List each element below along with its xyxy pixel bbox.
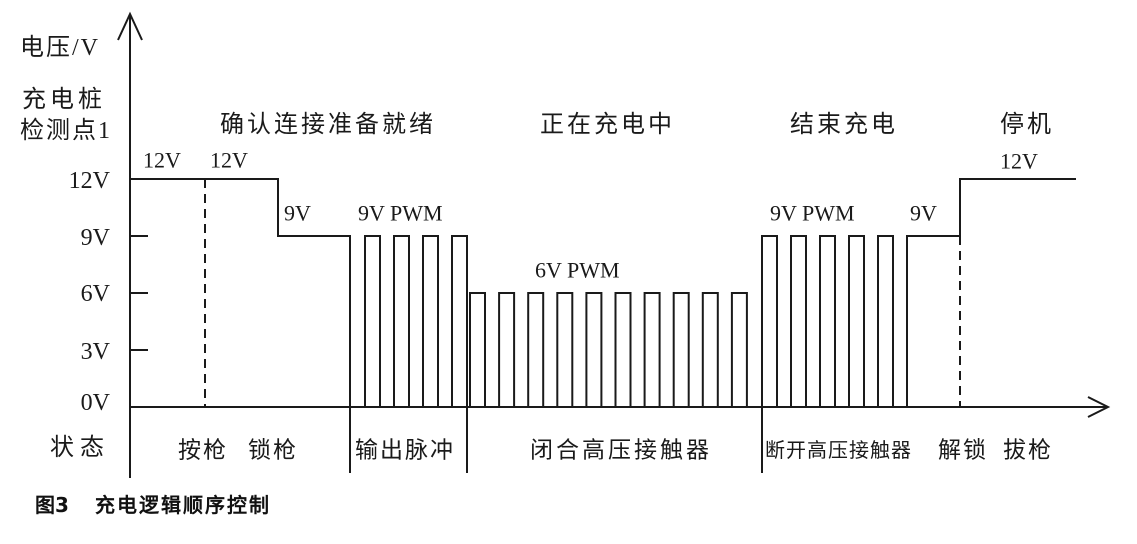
state-label: 输出脉冲 bbox=[355, 438, 455, 463]
y-tick-label: 0V bbox=[81, 390, 111, 416]
phase-title-end-charging: 结束充电 bbox=[790, 111, 898, 138]
pwm-pulse-6v bbox=[556, 292, 574, 408]
pwm-pulse-9v bbox=[393, 235, 410, 408]
state-row-label: 状态 bbox=[50, 434, 110, 461]
signal-labels: 12V 12V 9V 9V PWM 6V PWM 9V PWM 9V 12V bbox=[143, 148, 1038, 283]
signal-label: 9V PWM bbox=[358, 201, 443, 226]
waveform bbox=[129, 178, 1076, 408]
pwm-pulse-6v bbox=[469, 292, 486, 408]
state-label: 解锁 bbox=[938, 438, 988, 463]
pwm-pulse-9v bbox=[877, 235, 894, 408]
pwm-pulse-6v bbox=[643, 292, 661, 408]
pwm-pulse-9v bbox=[819, 235, 836, 408]
axes bbox=[117, 11, 1111, 478]
signal-label: 12V bbox=[1000, 149, 1038, 174]
y-axis-subtitle-line2: 检测点1 bbox=[20, 117, 112, 144]
pwm-pulse-6v bbox=[701, 292, 719, 408]
state-label: 断开高压接触器 bbox=[765, 439, 912, 462]
state-label: 拔枪 bbox=[1003, 438, 1053, 463]
state-label: 按枪 bbox=[178, 438, 228, 463]
pwm-pulse-9v bbox=[848, 235, 865, 408]
state-label: 锁枪 bbox=[248, 438, 298, 463]
pwm-pulse-9v bbox=[790, 235, 807, 408]
pwm-pulse-6v bbox=[527, 292, 545, 408]
pwm-pulse-6v bbox=[730, 292, 748, 408]
signal-label: 6V PWM bbox=[535, 258, 620, 283]
y-axis-title: 电压/V bbox=[20, 34, 100, 61]
state-labels: 按枪 锁枪 输出脉冲 闭合高压接触器 断开高压接触器 解锁 拔枪 bbox=[178, 438, 1053, 463]
state-label: 闭合高压接触器 bbox=[530, 438, 712, 463]
y-axis-subtitle-line1: 充电桩 bbox=[22, 86, 106, 113]
phase-titles: 确认连接准备就绪 正在充电中 结束充电 停机 bbox=[220, 111, 1054, 138]
y-tick-labels: 12V 9V 6V 3V 0V bbox=[69, 168, 111, 416]
figure-title: 充电逻辑顺序控制 bbox=[95, 493, 271, 517]
phase-title-charging: 正在充电中 bbox=[540, 111, 675, 138]
signal-label: 9V bbox=[284, 201, 311, 226]
signal-label: 9V PWM bbox=[770, 201, 855, 226]
pwm-pulse-9v bbox=[422, 235, 439, 408]
y-tick-label: 12V bbox=[69, 168, 111, 194]
figure-caption: 图3 充电逻辑顺序控制 bbox=[35, 493, 271, 517]
y-tick-label: 6V bbox=[81, 281, 111, 307]
figure-number: 图3 bbox=[35, 493, 69, 517]
pwm-pulse-9v bbox=[761, 235, 778, 408]
signal-label: 9V bbox=[910, 201, 937, 226]
y-axis-arrow-icon bbox=[117, 11, 143, 41]
y-tick-label: 3V bbox=[81, 339, 111, 365]
state-dividers bbox=[349, 236, 763, 473]
y-tick-label: 9V bbox=[81, 225, 111, 251]
x-axis-arrow-icon bbox=[1087, 396, 1111, 418]
signal-label: 12V bbox=[210, 148, 248, 173]
phase-title-stop: 停机 bbox=[1000, 111, 1054, 138]
pwm-pulse-6v bbox=[498, 292, 516, 408]
pwm-pulse-6v bbox=[614, 292, 632, 408]
pwm-pulse-9v bbox=[451, 235, 468, 408]
signal-label: 12V bbox=[143, 148, 181, 173]
pwm-pulse-6v bbox=[672, 292, 690, 408]
pwm-pulse-6v bbox=[585, 292, 603, 408]
phase-title-connect-ready: 确认连接准备就绪 bbox=[220, 111, 436, 138]
pwm-pulse-9v bbox=[364, 235, 381, 408]
